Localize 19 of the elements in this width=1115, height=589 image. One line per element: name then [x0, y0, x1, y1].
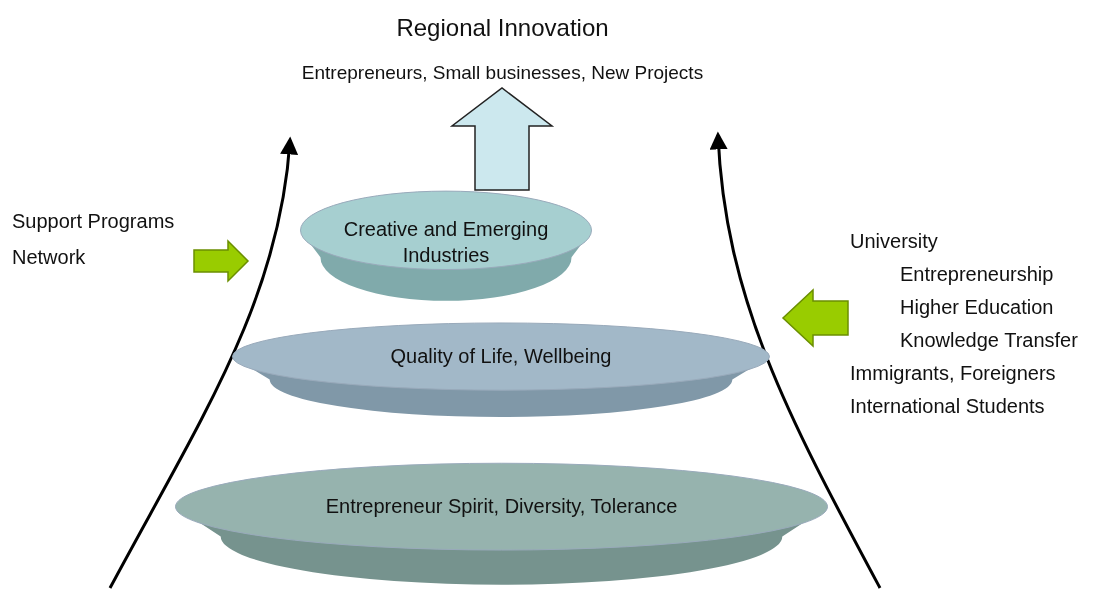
- list-item: International Students: [850, 395, 1045, 418]
- disc: [300, 190, 592, 302]
- disc: [232, 322, 770, 418]
- list-item: University: [850, 230, 938, 253]
- list-item: Knowledge Transfer: [900, 329, 1078, 352]
- disc-label: Creative and Emerging Industries: [342, 217, 550, 269]
- block-arrow: [449, 87, 555, 191]
- disc-label: Entrepreneur Spirit, Diversity, Tolerance: [324, 493, 679, 519]
- block-arrow: [781, 288, 849, 348]
- disc-label: Quality of Life, Wellbeing: [389, 343, 613, 369]
- outcome-text: Entrepreneurs, Small businesses, New Projects: [245, 62, 760, 84]
- list-item: Entrepreneurship: [900, 263, 1054, 286]
- list-item: Network: [12, 246, 86, 269]
- disc: [175, 462, 828, 586]
- list-item: Immigrants, Foreigners: [850, 362, 1056, 385]
- list-item: Higher Education: [900, 296, 1054, 319]
- title: Regional Innovation: [395, 14, 610, 42]
- block-arrow: [193, 239, 250, 283]
- list-item: Support Programs: [12, 210, 175, 233]
